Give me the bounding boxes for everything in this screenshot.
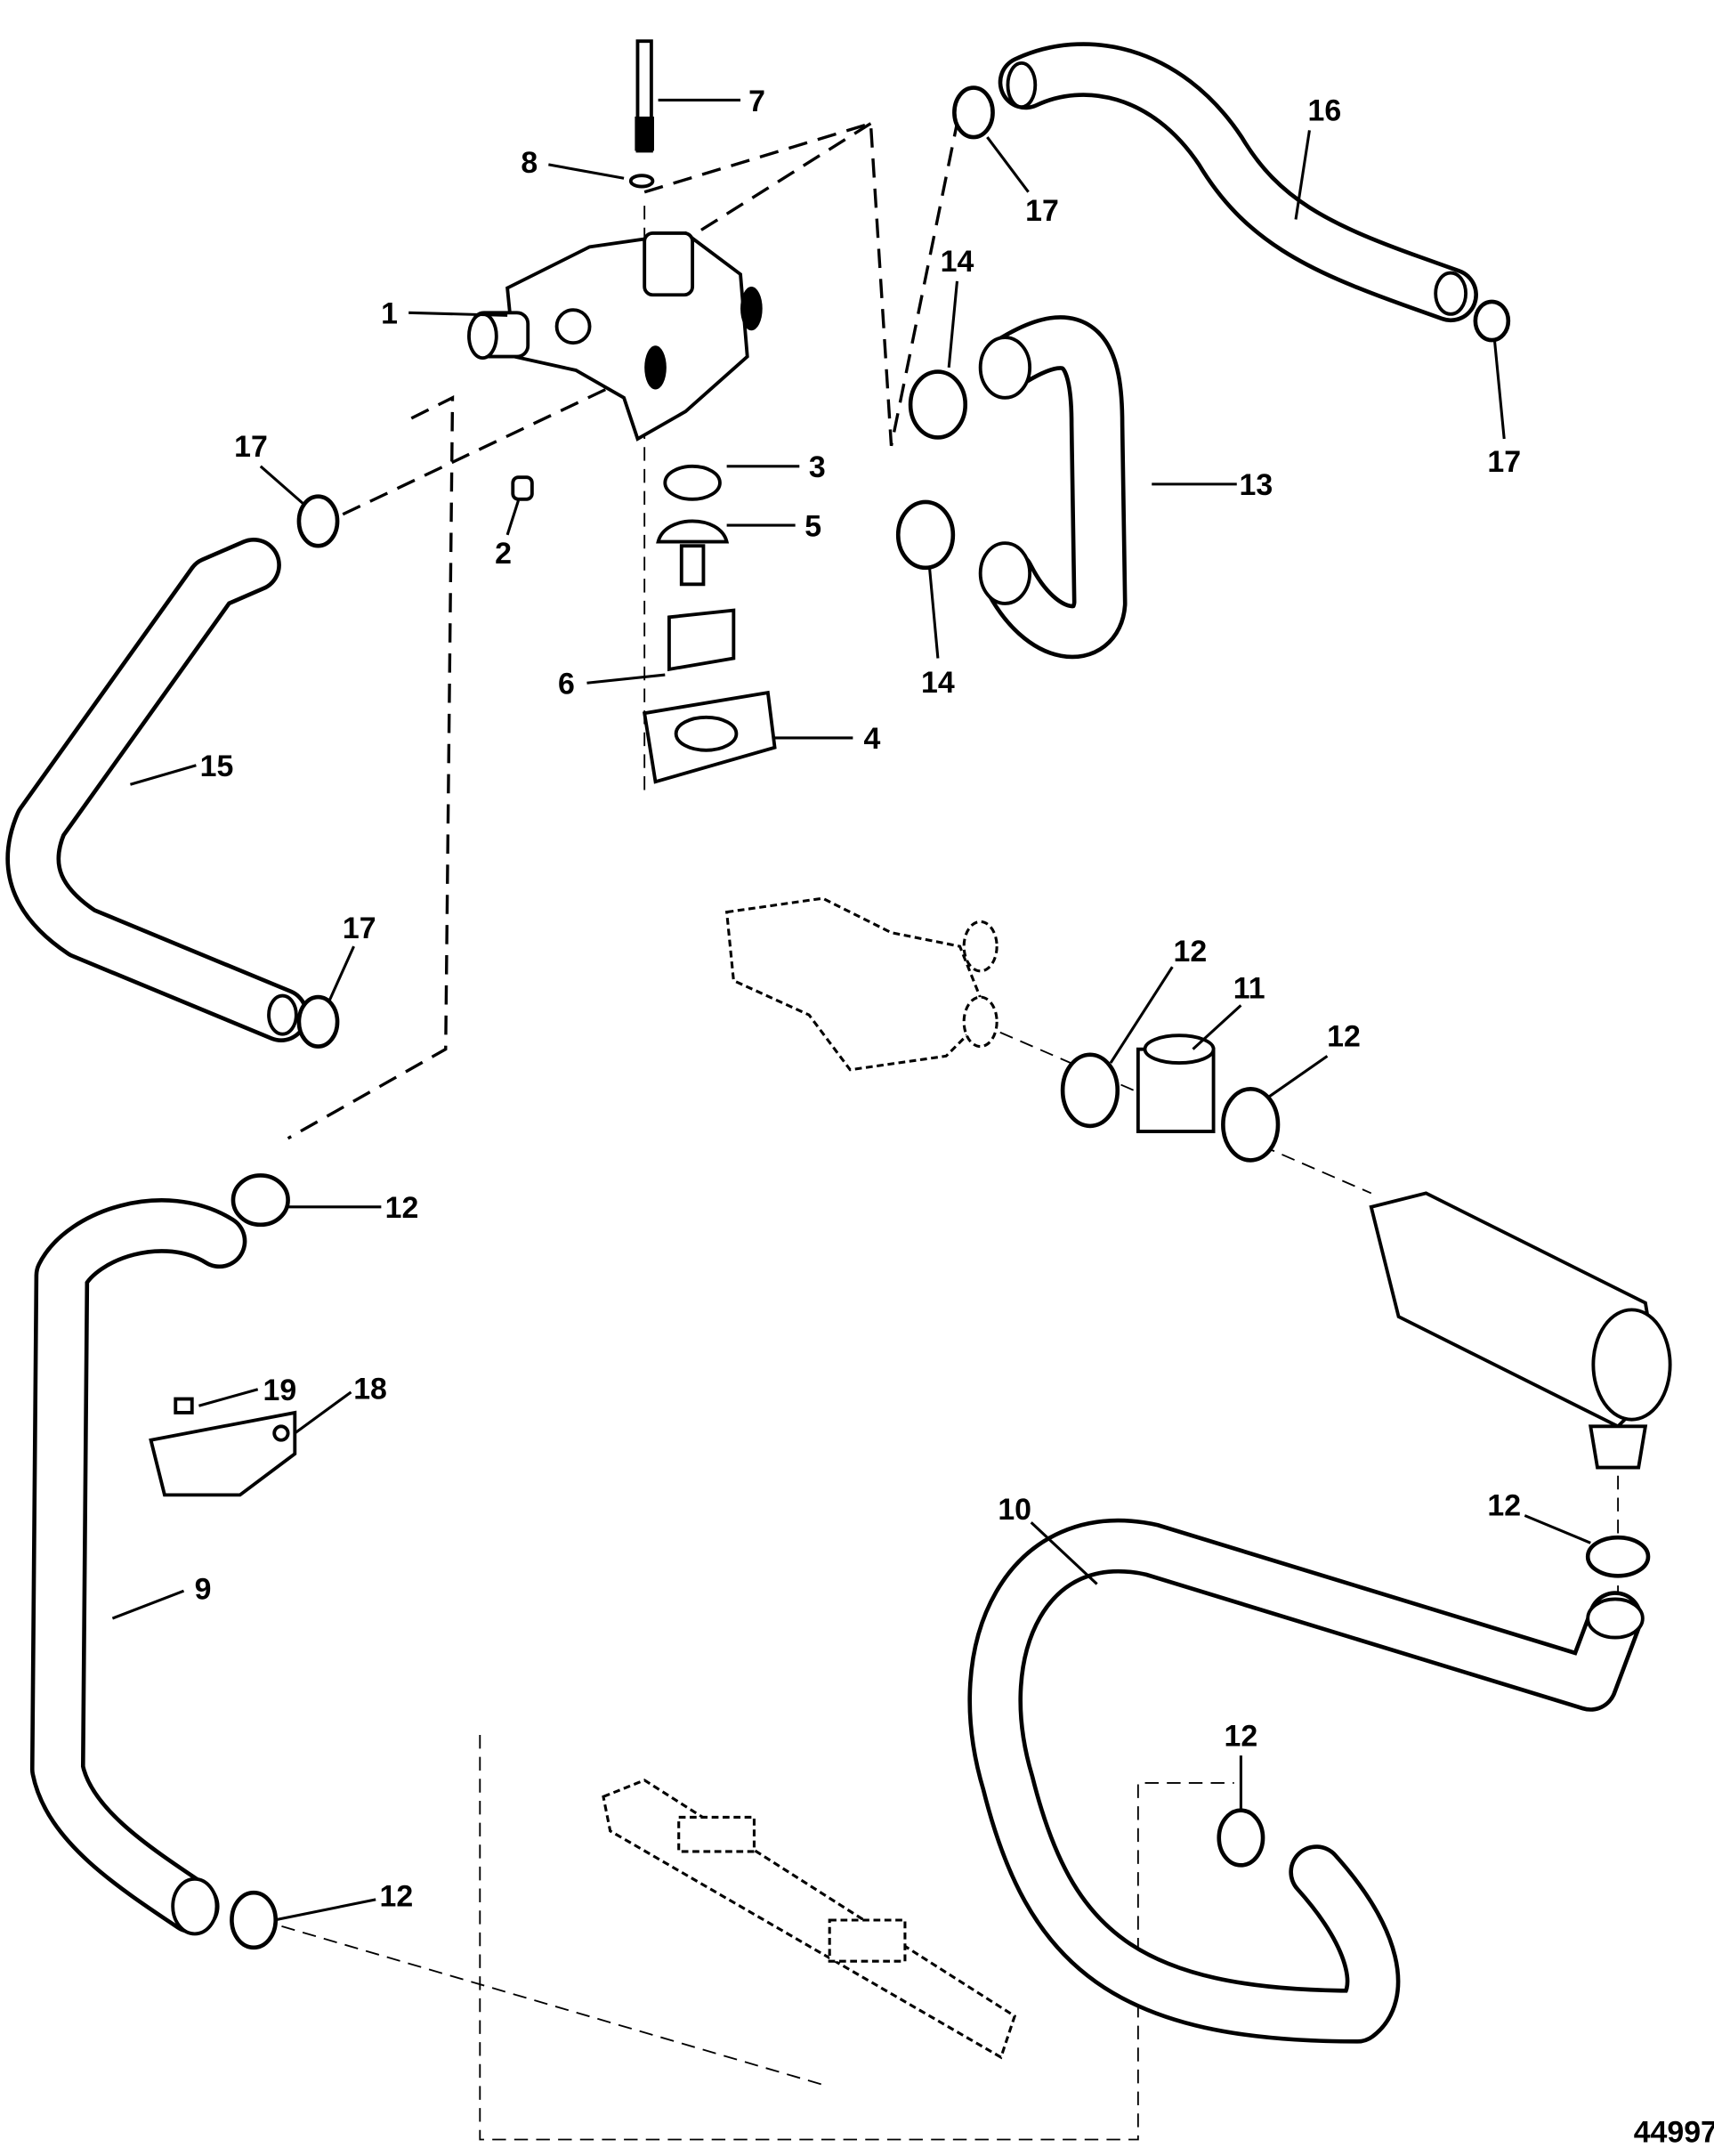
hose-16: [998, 42, 1478, 323]
hose-13: [978, 315, 1128, 660]
callout-15: 15: [200, 750, 234, 783]
callout-9: 9: [195, 1572, 212, 1606]
callout-17: 17: [234, 430, 268, 464]
water-pump-ghost: [724, 896, 998, 1072]
callout-2: 2: [495, 537, 512, 571]
callout-17: 17: [343, 912, 376, 945]
callout-7: 7: [748, 85, 765, 118]
hose-9: [29, 1198, 247, 1936]
manifold-ghost: [602, 1779, 1017, 2060]
drawing-number: 44997: [1634, 2116, 1714, 2150]
callout-17: 17: [1487, 445, 1521, 479]
callout-14: 14: [941, 245, 974, 279]
callout-12: 12: [1174, 935, 1208, 969]
hose-10: [967, 1518, 1645, 2044]
small-parts: [511, 39, 777, 784]
callout-8: 8: [521, 146, 538, 180]
callout-14: 14: [921, 666, 955, 700]
heat-exchanger: [1369, 1191, 1672, 1470]
callout-4: 4: [864, 722, 881, 756]
callout-19: 19: [263, 1374, 297, 1407]
coupler-11: [1136, 1033, 1216, 1134]
hose-15: [5, 537, 309, 1042]
callout-18: 18: [353, 1373, 387, 1406]
callout-6: 6: [558, 668, 575, 701]
assembly-lines: [260, 109, 1620, 2141]
callout-10: 10: [998, 1493, 1031, 1527]
callout-12: 12: [1225, 1719, 1258, 1753]
callout-3: 3: [809, 450, 826, 484]
callout-11: 11: [1233, 972, 1265, 1006]
bracket-18: [149, 1397, 297, 1497]
callout-17: 17: [1025, 194, 1059, 228]
callout-16: 16: [1308, 94, 1342, 128]
callout-13: 13: [1240, 468, 1273, 502]
callout-5: 5: [804, 509, 821, 543]
callout-labels: 1 2 3 4 5 6 7 8 9 10 11 12 12 12 12 12 1…: [195, 85, 1714, 2150]
callout-1: 1: [381, 297, 398, 331]
callout-12: 12: [1327, 1020, 1361, 1054]
thermostat-housing: [467, 231, 763, 442]
leader-lines: [111, 98, 1591, 1922]
callout-12: 12: [379, 1880, 413, 1914]
hose-clamps: [230, 85, 1651, 1950]
callout-12: 12: [1487, 1488, 1521, 1522]
callout-12: 12: [385, 1191, 419, 1225]
